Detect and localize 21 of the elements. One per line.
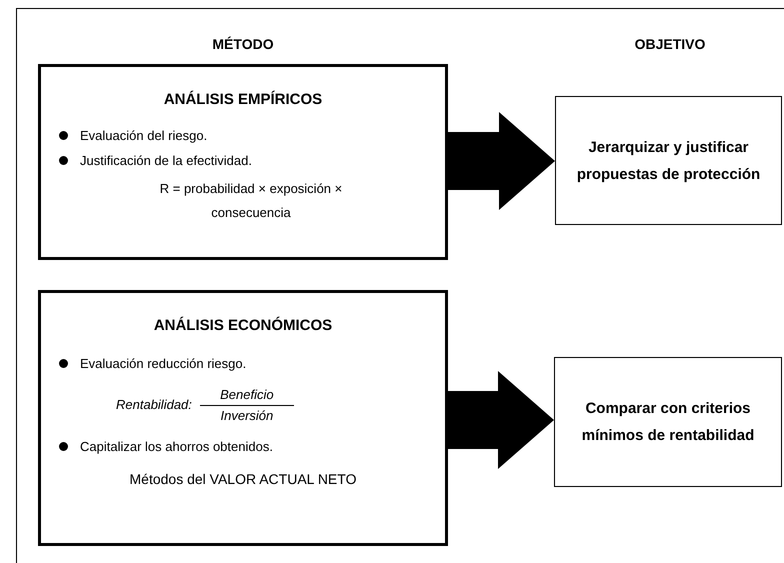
column-heading: OBJETIVO bbox=[634, 35, 706, 54]
box-heading: ANÁLISIS EMPÍRICOS bbox=[162, 90, 324, 110]
method-box bbox=[38, 64, 448, 260]
block-arrow bbox=[448, 371, 554, 469]
objective-text: Comparar con criterios mínimos de rentabilidad bbox=[580, 399, 756, 446]
method-text: Métodos del VALOR ACTUAL NETO bbox=[128, 470, 358, 488]
bullet-text: Evaluación reducción riesgo. bbox=[80, 354, 246, 373]
column-heading: MÉTODO bbox=[211, 35, 275, 54]
box-heading: ANÁLISIS ECONÓMICOS bbox=[152, 316, 334, 336]
fraction-denominator: Inversión bbox=[220, 406, 274, 424]
formula-label: Rentabilidad: bbox=[116, 396, 192, 414]
bullet-text: Justificación de la efectividad. bbox=[80, 152, 252, 170]
objective-box bbox=[555, 96, 782, 225]
bullet-text: Capitalizar los ahorros obtenidos. bbox=[80, 438, 273, 456]
objective-box bbox=[554, 357, 782, 487]
bullet-text: Evaluación del riesgo. bbox=[80, 126, 208, 145]
objective-text: Jerarquizar y justificar propuestas de protección bbox=[576, 138, 762, 184]
formula-text: R = probabilidad × exposición × consecuencia bbox=[158, 180, 344, 222]
fraction-numerator: Beneficio bbox=[219, 386, 275, 404]
block-arrow bbox=[448, 112, 555, 210]
method-box bbox=[38, 290, 448, 546]
